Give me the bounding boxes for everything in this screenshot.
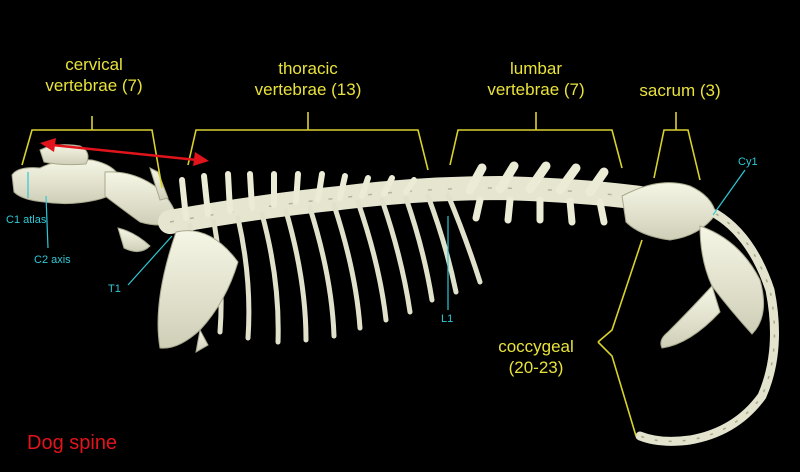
figure-title: Dog spine [27, 432, 118, 454]
coccygeal-bracket [597, 239, 643, 437]
cervical-bracket [21, 116, 163, 189]
cervical-vertebrae [104, 167, 179, 252]
c2-axis-marker: C2 axis [34, 254, 71, 266]
cervical-label: cervical vertebrae (7) [26, 54, 162, 96]
thoracic-bracket [187, 112, 429, 171]
coccygeal-label-line1: coccygeal [498, 337, 574, 356]
lumbar-label-line1: lumbar [510, 59, 562, 78]
c1-atlas-marker: C1 atlas [6, 214, 47, 226]
lumbar-label: lumbar vertebrae (7) [470, 58, 602, 100]
cervical-label-line1: cervical [65, 55, 123, 74]
thoracic-label-line2: vertebrae (13) [254, 80, 362, 99]
scapula-bone [157, 230, 239, 353]
thoracic-label-line1: thoracic [278, 59, 338, 78]
lumbar-bracket [449, 112, 623, 169]
l1-marker: L1 [441, 313, 454, 325]
coccygeal-vertebrae [635, 209, 779, 446]
region-brackets [21, 112, 701, 437]
thoracic-label: thoracic vertebrae (13) [236, 58, 380, 100]
sacrum-label: sacrum (3) [639, 81, 721, 100]
t1-marker: T1 [108, 283, 121, 295]
lumbar-vertebrae [465, 161, 609, 226]
thoracic-spinous-processes [179, 171, 417, 221]
red-double-arrow [40, 138, 209, 166]
cy1-marker: Cy1 [738, 156, 758, 168]
sacrum-bracket [653, 112, 701, 181]
coccygeal-label: coccygeal (20-23) [484, 336, 588, 378]
coccygeal-label-line2: (20-23) [508, 358, 564, 377]
lumbar-label-line2: vertebrae (7) [487, 80, 585, 99]
pelvis-bone [621, 182, 765, 349]
cervical-label-line2: vertebrae (7) [45, 76, 143, 95]
marker-leaders [27, 169, 746, 310]
